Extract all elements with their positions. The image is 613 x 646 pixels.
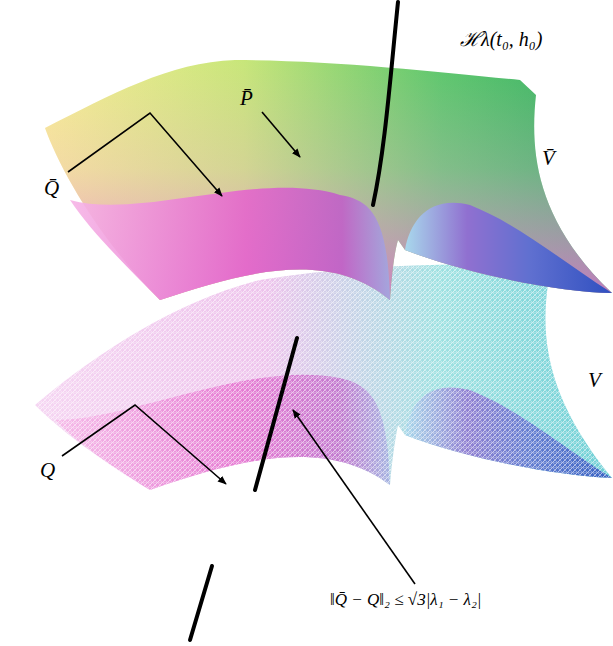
bound-label: ‖Q̄ − Q‖₂ ≤ √3|λ₁ − λ₂| bbox=[330, 590, 482, 610]
surface-label: V̄ bbox=[542, 146, 555, 170]
point-label: Q̄ bbox=[44, 176, 59, 200]
lower-surface bbox=[35, 264, 612, 490]
leader-line bbox=[62, 112, 415, 584]
curve-label: ℋλ(t₀, h₀) bbox=[460, 28, 542, 51]
point-label: Q bbox=[40, 458, 55, 482]
surface-label: V bbox=[588, 368, 601, 392]
upper-surface bbox=[45, 60, 612, 300]
trajectory-curve bbox=[190, 2, 398, 640]
point-label: P̄ bbox=[240, 86, 253, 110]
